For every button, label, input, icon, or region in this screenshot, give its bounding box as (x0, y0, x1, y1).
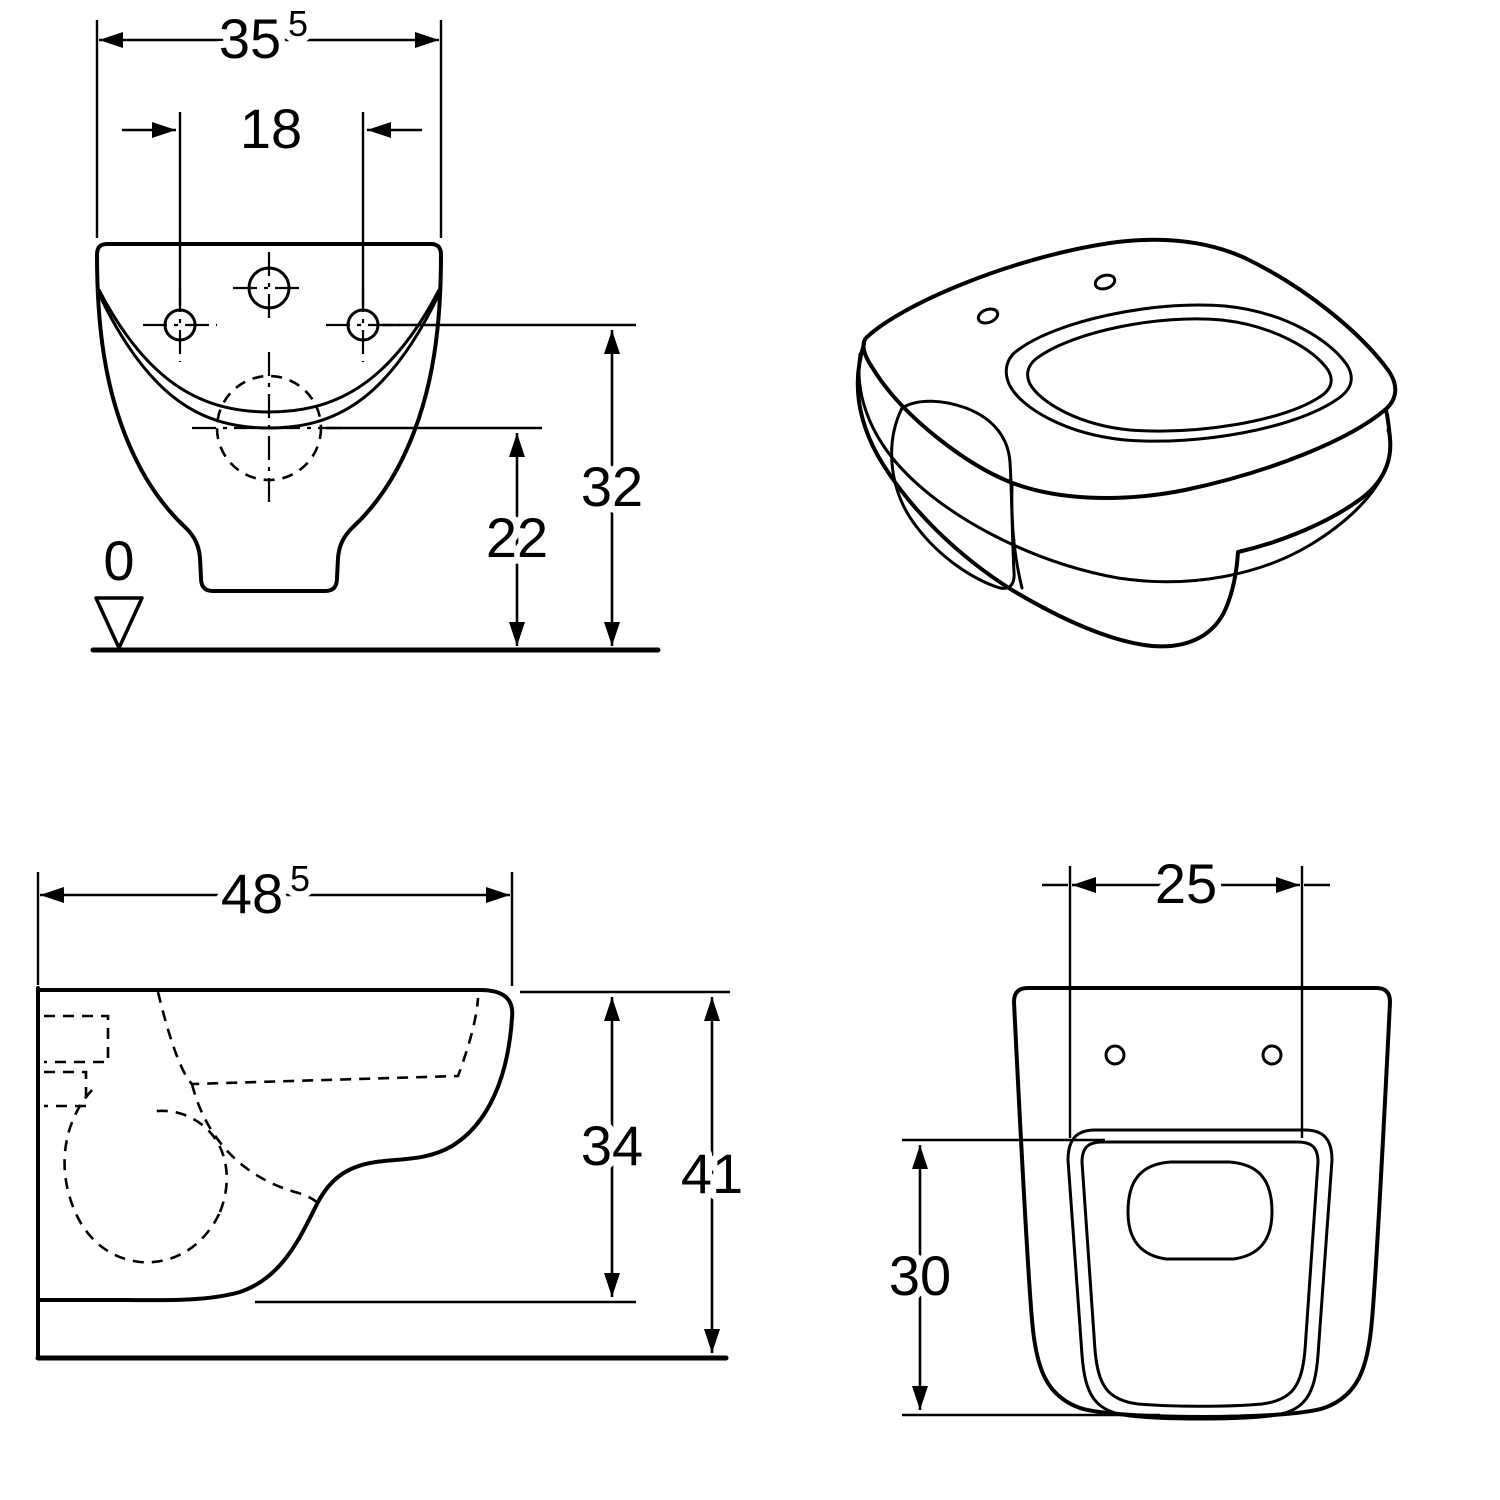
top-view: 25 30 (882, 845, 1392, 1421)
datum-value: 0 (103, 529, 134, 592)
dim-height-overall-value: 41 (681, 1142, 743, 1205)
dim-opening-width: 25 (1042, 845, 1330, 1138)
dim-opening-width-value: 25 (1155, 852, 1217, 915)
persp-mount-hole-right (1093, 273, 1117, 291)
persp-opening-outer (1004, 303, 1353, 443)
side-outline-path (36, 988, 515, 1303)
persp-opening-inner (1026, 317, 1333, 433)
datum-triangle-icon (94, 596, 144, 650)
side-hidden-inlet-1 (44, 1014, 110, 1064)
datum-marker: 0 (94, 522, 144, 650)
dim-hole-spacing-value: 18 (240, 97, 302, 160)
side-hidden-trap-inner (149, 1109, 229, 1213)
persp-rim-band-edge (857, 352, 1392, 584)
dim-height-holes: 32 (382, 323, 650, 646)
side-hidden-trap-outer (63, 1089, 222, 1264)
front-outline-path (95, 242, 443, 593)
dim-width-value: 35 (219, 7, 281, 70)
top-mount-hole-left (1104, 1044, 1126, 1066)
dim-height-overall: 41 (674, 997, 750, 1353)
dim-height-outlet-value: 22 (486, 506, 548, 569)
side-view: 48 5 34 41 (35, 851, 750, 1361)
top-mount-hole-right (1261, 1044, 1283, 1066)
side-hidden-bowl-inner (190, 1083, 322, 1207)
front-supply-crosshair (233, 252, 305, 324)
perspective-view (855, 237, 1398, 649)
persp-side-cutout (890, 399, 1016, 590)
top-seat-ring-inner (1080, 1140, 1320, 1408)
side-hidden-rim-channel (156, 991, 480, 1086)
dim-opening-depth-value: 30 (889, 1244, 951, 1307)
persp-mount-hole-left (976, 307, 1000, 325)
dim-depth-value: 48 (221, 862, 283, 925)
top-outline-path (1012, 986, 1392, 1419)
dim-height-holes-value: 32 (581, 455, 643, 518)
dim-height-outlet: 22 (326, 426, 555, 646)
dim-height-rim-value: 34 (581, 1114, 643, 1177)
persp-front-corner-line (1010, 484, 1024, 590)
front-outlet-crosshair (192, 352, 346, 505)
top-sump-outline (1126, 1160, 1274, 1261)
front-view: 35 5 18 32 22 0 (90, 0, 661, 653)
top-seat-ring-outer (1066, 1128, 1334, 1421)
dim-hole-spacing: 18 (122, 90, 422, 306)
dim-opening-depth: 30 (882, 1138, 1160, 1417)
dim-depth: 48 5 (36, 851, 514, 986)
dim-width-sup: 5 (288, 3, 308, 44)
dim-height-rim: 34 (255, 990, 730, 1304)
side-hidden-inlet-2 (44, 1070, 88, 1108)
dim-depth-sup: 5 (290, 858, 310, 899)
persp-rim-outer (861, 237, 1398, 500)
persp-body-silhouette (855, 342, 1393, 649)
